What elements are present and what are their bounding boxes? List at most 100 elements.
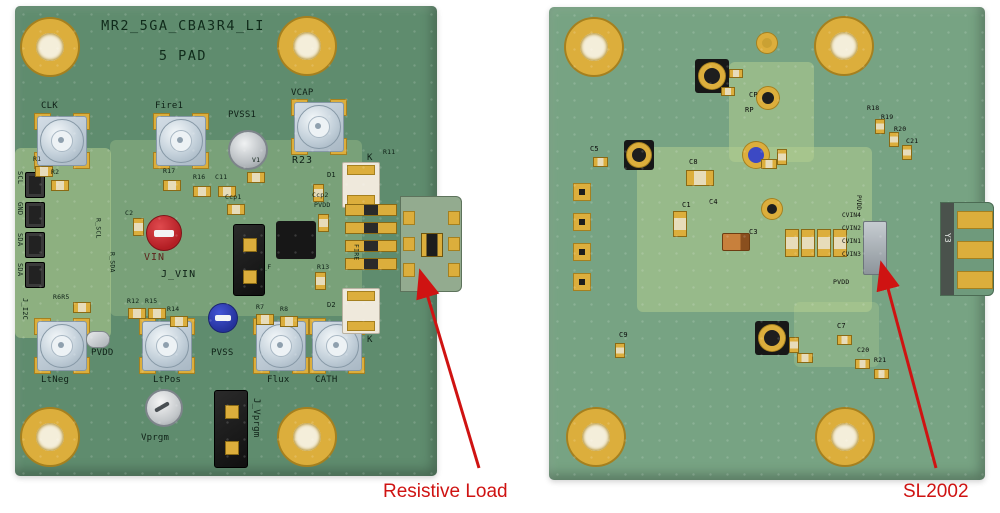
label-k-bottom: K <box>367 335 373 345</box>
label-cvin4: CVIN4 <box>842 212 862 219</box>
mounting-hole <box>816 18 872 74</box>
chip-component <box>128 308 146 319</box>
label-jvin: J_VIN <box>161 269 197 280</box>
label-r16: R16 <box>193 173 206 181</box>
label-r17: R17 <box>163 167 176 175</box>
electrolytic-cap-pvss1 <box>228 130 268 170</box>
label-r14: R14 <box>167 305 180 313</box>
resistive-load-tab <box>400 196 462 292</box>
label-r8: R8 <box>280 305 289 313</box>
label-r12: R12 <box>127 297 140 305</box>
mounting-hole <box>22 409 78 465</box>
label-r20: R20 <box>894 125 907 133</box>
chip-component <box>875 119 885 134</box>
chip-component <box>315 272 326 290</box>
sma-connector-fire1 <box>153 113 209 169</box>
label-sda1: SDA <box>16 233 24 247</box>
chip-component <box>247 172 265 183</box>
copper-pour-upper <box>729 62 814 162</box>
annotation-sl2002: SL2002 <box>903 481 969 502</box>
label-pvdd-a: PVDD <box>855 195 862 211</box>
label-c21: C21 <box>906 137 919 145</box>
label-flux: Flux <box>267 375 290 385</box>
label-clk: CLK <box>41 101 58 111</box>
chip-component <box>73 302 91 313</box>
edge-pad <box>573 213 591 231</box>
label-rp: RP <box>745 106 754 114</box>
left-pcb-board: MR2_5GA_CBA3R4_LI 5 PAD <box>15 6 437 476</box>
chip-component <box>874 369 889 379</box>
cap-cvin4 <box>785 229 799 257</box>
label-ji2c: J_I2C <box>21 298 29 321</box>
testpoint-via <box>627 143 651 167</box>
label-c20: C20 <box>857 346 870 354</box>
testpoint-via <box>757 87 779 109</box>
sma-connector-clk <box>34 113 90 169</box>
chip-component <box>777 149 787 165</box>
label-r13: R13 <box>317 263 330 271</box>
chip-component <box>729 69 743 78</box>
label-r23: R23 <box>292 155 314 166</box>
blue-via <box>743 142 769 168</box>
label-r2: R2 <box>51 168 60 176</box>
label-c8: C8 <box>689 158 698 166</box>
chip-component <box>193 186 211 197</box>
red-testpoint-vin <box>146 215 182 251</box>
gold-via <box>757 33 777 53</box>
cap-cvin2 <box>801 229 815 257</box>
label-pvss: PVSS <box>211 348 234 358</box>
label-gnd: GND <box>16 202 24 216</box>
chip-component <box>170 316 188 327</box>
label-cp: CP <box>749 91 758 99</box>
edge-pad <box>573 273 591 291</box>
label-k-top: K <box>367 153 373 163</box>
label-ccp1: Ccp1 <box>225 193 242 201</box>
label-sda2: SDA <box>16 263 24 277</box>
chip-component <box>318 214 329 232</box>
label-rscl: R_SCL <box>94 218 103 239</box>
label-d2: D2 <box>327 301 336 309</box>
inductor-lf <box>276 221 316 259</box>
right-pcb-board: CP RP C5 C8 C1 C4 C3 C9 C7 C20 C21 R18 R… <box>549 7 985 480</box>
chip-component <box>902 145 912 160</box>
chip-component <box>789 337 799 353</box>
testpoint-via <box>699 63 725 89</box>
label-rsda: R_SDA <box>108 252 117 273</box>
label-vin: VIN <box>144 252 166 263</box>
i2c-pin-gnd <box>25 202 45 228</box>
label-fire: FIRE <box>352 244 361 261</box>
board-subtitle: 5 PAD <box>158 48 208 64</box>
chip-component <box>51 180 69 191</box>
label-ltneg: LtNeg <box>41 375 70 385</box>
load-resistor <box>345 258 397 270</box>
cap-cvin3 <box>833 229 847 257</box>
label-r19: R19 <box>881 113 894 121</box>
y3-edge-connector: Y3 <box>940 202 994 296</box>
jumper-jvprgm <box>214 390 248 468</box>
chip-component <box>133 218 144 236</box>
load-resistor <box>345 240 397 252</box>
chip-component <box>837 335 852 345</box>
label-r15: R15 <box>145 297 158 305</box>
edge-pad <box>573 183 591 201</box>
label-pvss1: PVSS1 <box>228 110 257 120</box>
chip-component <box>615 343 625 358</box>
sma-connector-ltneg <box>34 318 90 374</box>
annotation-resistive-load: Resistive Load <box>383 481 508 502</box>
gold-finger <box>957 271 993 289</box>
blue-testpoint-pvss <box>208 303 238 333</box>
label-vprgm: Vprgm <box>141 433 170 443</box>
gold-finger <box>957 241 993 259</box>
label-cath: CATH <box>315 375 338 385</box>
chip-component <box>148 308 166 319</box>
label-pvdd: PVDD <box>91 348 114 358</box>
chip-component <box>721 87 735 96</box>
y3-connector-body <box>941 203 954 295</box>
chip-component <box>163 180 181 191</box>
board-title: MR2_5GA_CBA3R4_LI <box>101 18 265 34</box>
chip-component <box>593 157 608 167</box>
chip-component <box>761 159 777 169</box>
label-lf: L_F <box>259 263 272 271</box>
label-c11: C11 <box>215 173 228 181</box>
